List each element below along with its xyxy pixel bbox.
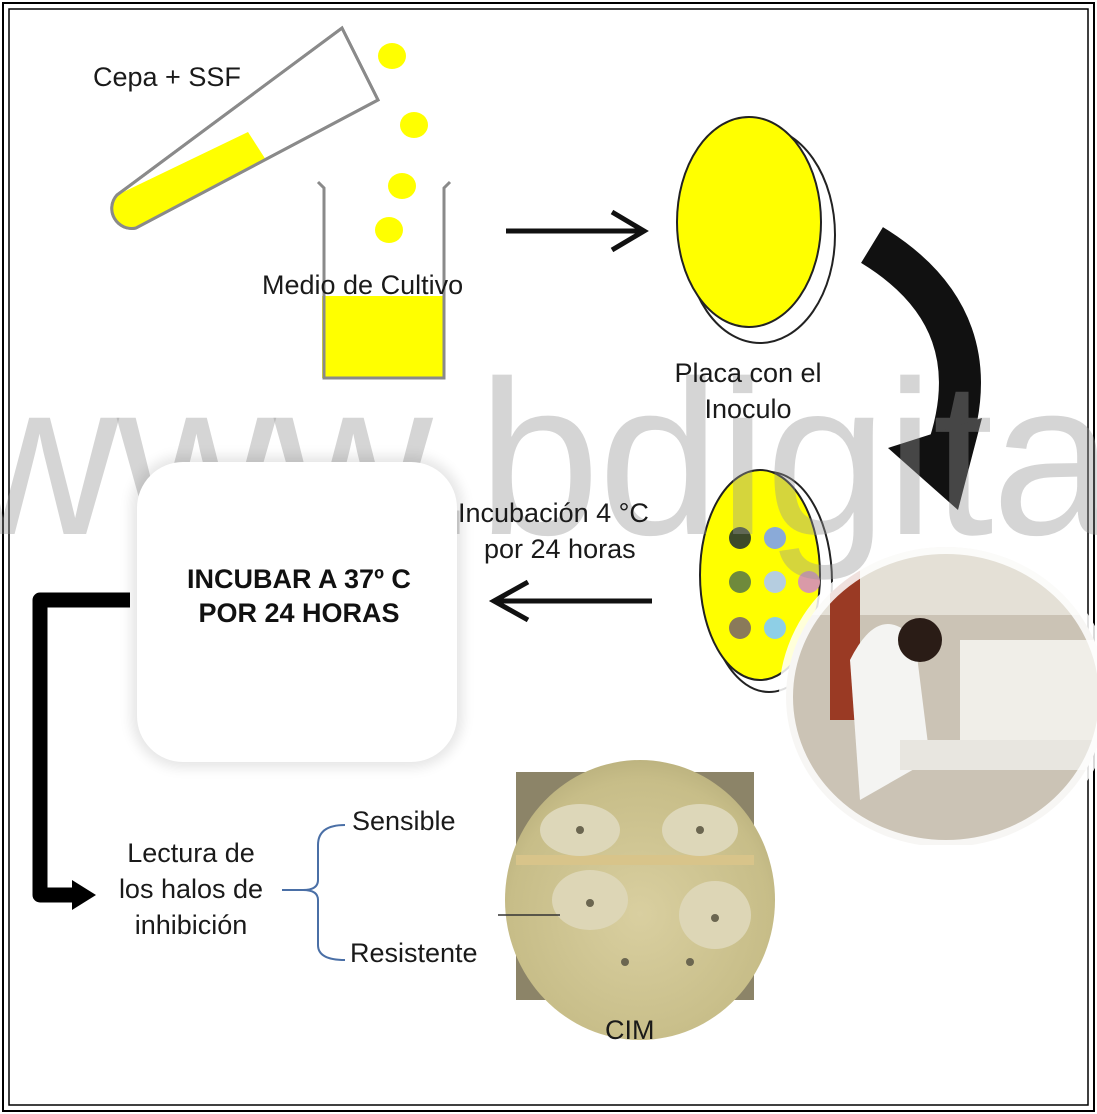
cim-photo [498,760,775,1040]
incubation-label-2: por 24 horas [484,534,636,564]
plate-label-1: Placa con el [674,358,822,388]
arrow-right-icon [506,209,649,253]
lab-photo-fade [779,540,1097,854]
inner-frame [8,8,1089,1106]
elbow-arrow-icon [29,589,130,910]
petri-plate-icon [676,116,836,344]
test-tube-icon [110,25,380,230]
arrow-left-icon [488,579,652,623]
incubation-label-1: Incubación 4 °C [458,498,649,528]
incubar-line-2: POR 24 HORAS [198,598,400,628]
drops-icon [375,43,428,243]
sensible-label: Sensible [352,806,456,836]
resistente-label: Resistente [350,938,478,968]
beaker-icon [316,180,452,380]
reading-label-2: los halos de [118,874,264,904]
incubar-line-1: INCUBAR A 37º C [187,564,411,594]
plate-label-2: Inoculo [704,394,792,424]
reading-label-3: inhibición [134,910,248,940]
cim-label: CIM [605,1015,655,1045]
medium-label: Medio de Cultivo [262,270,464,300]
incubar-box [137,462,457,762]
tube-label: Cepa + SSF [93,62,241,92]
reading-label-1: Lectura de [127,838,255,868]
bracket-icon [282,824,346,961]
incubar-label: INCUBAR A 37º C POR 24 HORAS [140,562,458,630]
curved-arrow-icon [860,227,982,510]
